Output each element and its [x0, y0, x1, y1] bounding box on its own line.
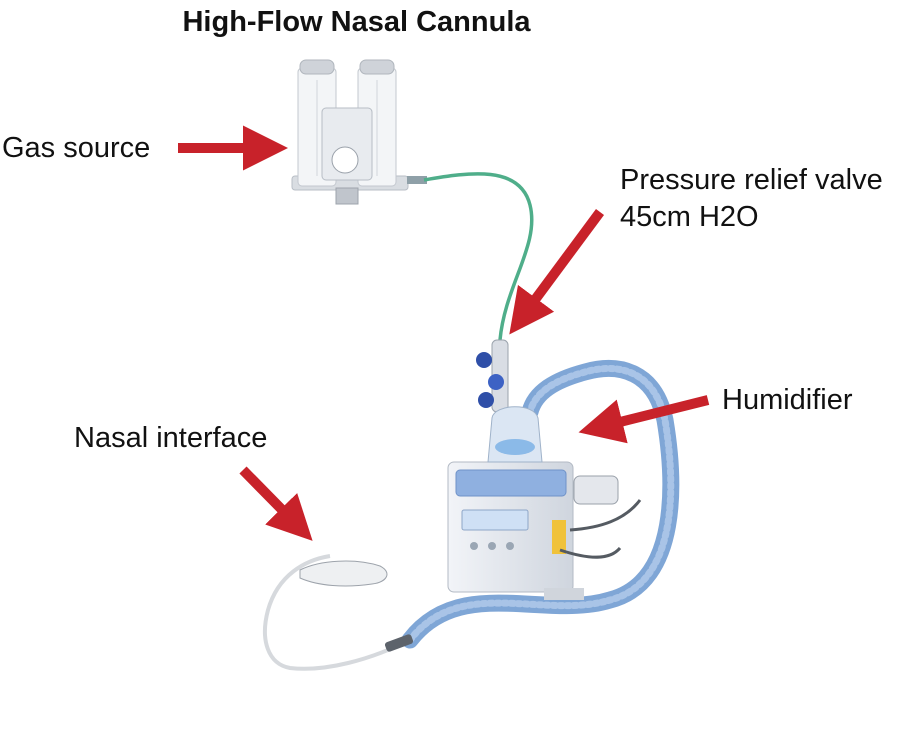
arrow-pressure-relief-valve	[509, 209, 605, 335]
gas-source-device	[291, 59, 427, 205]
nasal-cannula	[299, 560, 388, 587]
label-gas-source: Gas source	[2, 132, 151, 164]
label-pressure-relief-valve: Pressure relief valve	[620, 164, 883, 196]
humidifier-unit	[447, 406, 584, 600]
oxygen-tubing	[423, 172, 534, 341]
figure-title: High-Flow Nasal Cannula	[182, 6, 531, 38]
pressure-relief-valve-part	[476, 339, 509, 413]
label-nasal-interface: Nasal interface	[74, 422, 268, 454]
label-pressure-relief-value: 45cm H2O	[620, 201, 759, 233]
label-humidifier: Humidifier	[722, 384, 853, 416]
arrow-humidifier	[578, 395, 710, 444]
temperature-probe	[573, 475, 619, 505]
nasal-interface-tubing	[263, 554, 411, 671]
arrow-nasal-interface	[239, 466, 313, 541]
